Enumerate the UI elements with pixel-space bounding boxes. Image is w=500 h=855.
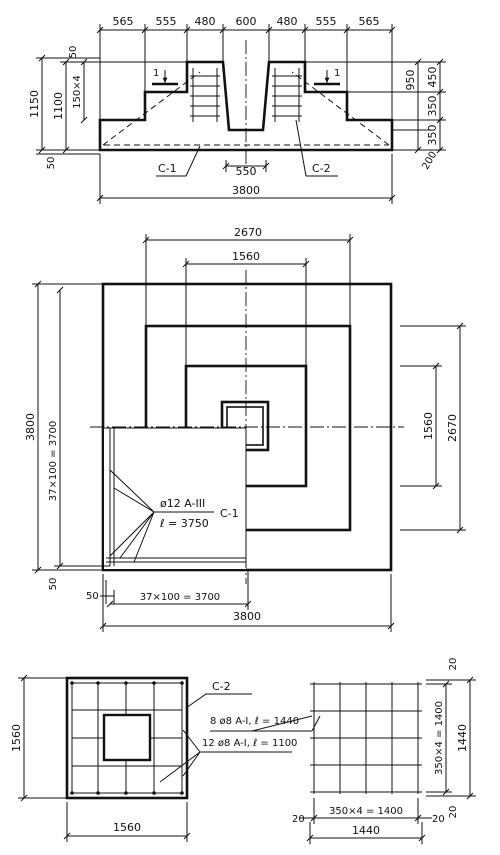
dim-20-bottom-left: 20 <box>292 814 305 825</box>
dim-20-top: 20 <box>448 658 459 671</box>
dim-37x100-bottom: 37×100 = 3700 <box>140 592 220 603</box>
section-view: 565 555 480 600 480 555 565 1 <box>28 15 446 204</box>
dim-1560-top: 1560 <box>232 250 260 263</box>
leader-spec-b <box>159 729 292 783</box>
dim-20-right: 20 <box>448 806 459 819</box>
dim-1150: 1150 <box>28 90 41 118</box>
label-c2-mesh: C-2 <box>212 680 231 693</box>
cut-mark-right <box>314 70 340 86</box>
cut-label-left: 1 <box>153 68 159 79</box>
dim-1440-right: 1440 <box>456 724 469 752</box>
mesh-c2-opening <box>102 713 152 762</box>
dim-555-left: 555 <box>156 15 177 28</box>
cut-label-right: 1 <box>334 68 340 79</box>
plan-view: 2670 1560 ø12 A-III ℓ = 3750 C-1 3800 <box>24 226 466 632</box>
mesh-c2-view: C-2 8 ø8 A-I, ℓ = 1440 12 ø8 A-I, ℓ = 11… <box>10 674 321 842</box>
dim-150x4: 150×4 <box>72 75 83 109</box>
leader-c1 <box>156 145 201 177</box>
label-c1-plan: C-1 <box>220 507 239 520</box>
leader-c2-mesh <box>185 693 252 709</box>
dim-50-left: 50 <box>48 578 59 591</box>
dim-450: 450 <box>426 67 439 88</box>
mesh-c2-outer <box>65 676 189 800</box>
dim-350-upper: 350 <box>426 96 439 117</box>
mesh-c2-bar-dots <box>70 681 184 795</box>
dim-37x100-left: 37×100 = 3700 <box>48 421 59 501</box>
socket-taper <box>222 61 270 131</box>
dim-3800-left: 3800 <box>24 413 37 441</box>
footing-section-outline <box>98 60 394 152</box>
dim-3800-bottom: 3800 <box>233 610 261 623</box>
dim-1100: 1100 <box>52 92 65 120</box>
dim-50-bottom: 50 <box>46 157 57 170</box>
mesh-spec-b: 12 ø8 A-I, ℓ = 1100 <box>202 738 297 749</box>
socket-wall-mesh-c2 <box>190 68 302 122</box>
label-c1-section: C-1 <box>158 162 177 175</box>
dim-20-bottom-right: 20 <box>432 814 445 825</box>
dim-1560-mesh-left: 1560 <box>10 724 23 752</box>
leader-fan-c1 <box>109 469 155 563</box>
left-extension-lines <box>36 57 187 155</box>
dim-550: 550 <box>236 165 257 178</box>
dim-350x4-bottom: 350×4 = 1400 <box>329 806 403 817</box>
cut-mark-left <box>152 70 178 86</box>
rebar-spec-c1: ø12 A-III <box>160 497 205 510</box>
dim-480-left: 480 <box>195 15 216 28</box>
mesh-detail-view: 350×4 = 1400 1440 20 20 350×4 = 1400 20 … <box>292 658 476 844</box>
dim-2670-right: 2670 <box>446 414 459 442</box>
dim-480-right: 480 <box>277 15 298 28</box>
dim-565-right: 565 <box>359 15 380 28</box>
mesh-c2-grid <box>72 683 182 793</box>
dim-50-bottom-plan: 50 <box>86 591 99 602</box>
dim-50-bottom-mark <box>100 580 115 604</box>
dim-555-right: 555 <box>316 15 337 28</box>
dim-565-left: 565 <box>113 15 134 28</box>
leader-spec-a <box>210 715 321 732</box>
dim-600: 600 <box>236 15 257 28</box>
top-dimension-ticks <box>96 24 396 122</box>
dim-2670-top: 2670 <box>234 226 262 239</box>
rebar-length-c1: ℓ = 3750 <box>159 517 209 530</box>
dim-1440-bottom: 1440 <box>352 824 380 837</box>
dim-200: 200 <box>420 150 439 172</box>
dim-950: 950 <box>404 70 417 91</box>
dim-350-lower: 350 <box>426 125 439 146</box>
plan-cutaway-bg <box>104 428 246 569</box>
leader-c2 <box>295 119 338 177</box>
label-c2-section: C-2 <box>312 162 331 175</box>
punching-lines <box>102 71 390 146</box>
dim-1560-mesh-bottom: 1560 <box>113 821 141 834</box>
dim-350x4-right: 350×4 = 1400 <box>434 701 445 775</box>
plan-cutaway-edge <box>104 427 247 568</box>
dim-1560-right: 1560 <box>422 412 435 440</box>
plan-mesh-c1-bars <box>106 428 246 566</box>
dim-50-top: 50 <box>68 46 79 59</box>
dim-3800-section: 3800 <box>232 184 260 197</box>
mesh-detail-grid <box>310 682 422 794</box>
mesh-spec-a: 8 ø8 A-I, ℓ = 1440 <box>210 716 299 727</box>
